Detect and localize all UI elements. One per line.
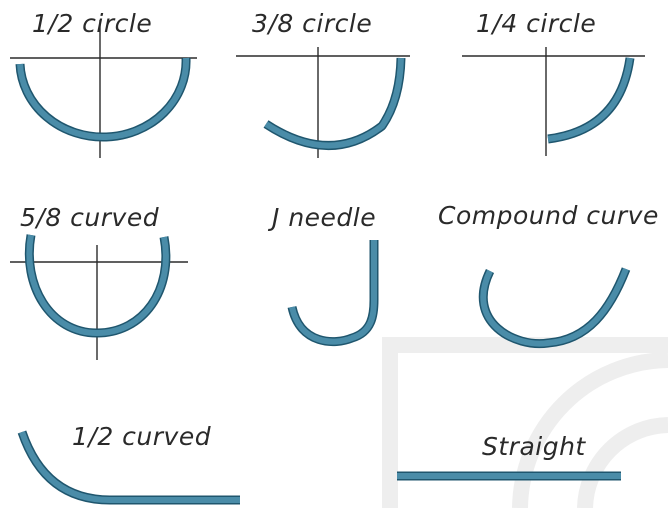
compound-curve-needle [480, 267, 629, 347]
three-eighths-circle-label: 3/8 circle [252, 9, 372, 38]
half-circle-label: 1/2 circle [32, 9, 152, 38]
three-eighths-needle [264, 57, 404, 149]
j-needle-label: J needle [267, 203, 376, 232]
j-needle [289, 240, 377, 345]
straight-label: Straight [482, 432, 586, 461]
half-curved-label: 1/2 curved [72, 422, 211, 451]
half-circle-needle-edge [15, 57, 191, 142]
compound-curve-needle-figure: Compound curve [438, 201, 659, 349]
j-needle-edge [287, 240, 379, 347]
quarter-circle-needle [547, 57, 633, 142]
three-eighths-circle-needle-figure: 3/8 circle [236, 9, 410, 158]
five-eighths-curved-label: 5/8 curved [20, 203, 159, 232]
quarter-circle-label: 1/4 circle [476, 9, 596, 38]
half-curved-needle-figure: 1/2 curved [17, 422, 240, 505]
watermark [382, 337, 668, 508]
straight-needle-figure: Straight [397, 432, 621, 481]
five-eighths-curved-needle-figure: 5/8 curved [10, 203, 188, 360]
five-eighths-needle [26, 234, 169, 336]
compound-curve-label: Compound curve [438, 201, 659, 230]
half-circle-needle [17, 57, 190, 141]
j-needle-figure: J needle [267, 203, 379, 347]
half-circle-needle-figure: 1/2 circle [10, 9, 197, 158]
quarter-circle-needle-figure: 1/4 circle [462, 9, 645, 156]
half-curved-needle [19, 431, 240, 503]
